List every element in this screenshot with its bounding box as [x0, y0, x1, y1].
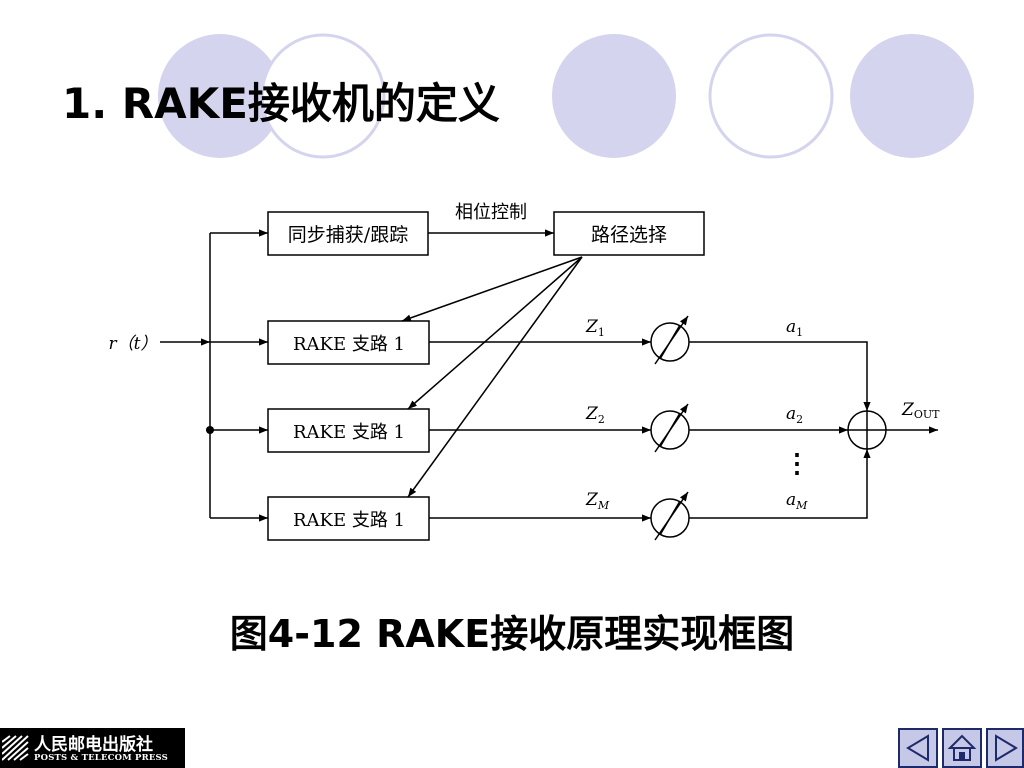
slide-title: 1. RAKE接收机的定义 [62, 79, 500, 128]
weight-2-slash [659, 412, 681, 448]
triangle-left-icon [906, 734, 929, 762]
rake-block-diagram: 同步捕获/跟踪 相位控制 路径选择 r（t） RAKE 支路 1 RAKE 支路… [109, 202, 940, 541]
triangle-right-icon [995, 734, 1018, 762]
decor-circle-4 [708, 33, 834, 159]
am-label: aM [786, 490, 808, 512]
branch-3-label: RAKE 支路 1 [293, 510, 405, 531]
publisher-name-en: POSTS & TELECOM PRESS [34, 753, 169, 763]
logo-stripes-icon [2, 735, 29, 761]
publisher-logo: 人民邮电出版社 POSTS & TELECOM PRESS [0, 728, 185, 768]
home-button[interactable] [942, 728, 982, 768]
zout-label: ZOUT [901, 400, 940, 421]
next-slide-button[interactable] [986, 728, 1024, 768]
path-select-label: 路径选择 [591, 224, 667, 246]
z2-label: Z2 [585, 404, 605, 426]
branch-1-label: RAKE 支路 1 [293, 334, 405, 355]
sync-box-label: 同步捕获/跟踪 [288, 224, 408, 246]
decor-circle-3 [552, 34, 676, 158]
decor-circle-5 [850, 34, 974, 158]
input-signal-label: r（t） [109, 334, 158, 354]
select-to-branch-2 [407, 256, 583, 410]
decorative-circles [158, 33, 974, 159]
branch-2-label: RAKE 支路 1 [293, 422, 405, 443]
weight-1-slash [659, 324, 681, 360]
select-to-branch-3 [407, 256, 583, 498]
decor-circle-2 [260, 33, 386, 159]
weight-m-slash [659, 500, 681, 536]
decor-circle-1 [158, 34, 282, 158]
a2-label: a2 [786, 404, 803, 426]
am-line [689, 449, 871, 519]
ellipsis-dots: ⋮ [784, 449, 810, 479]
a1-label: a1 [786, 317, 803, 339]
figure-caption: 图4-12 RAKE接收原理实现框图 [229, 612, 795, 656]
home-icon [947, 734, 977, 761]
prev-slide-button[interactable] [898, 728, 938, 768]
bus-junction-dot [206, 426, 214, 434]
phase-control-label: 相位控制 [455, 202, 527, 223]
select-to-branch-1 [401, 256, 583, 322]
zm-label: ZM [585, 490, 610, 512]
publisher-name-cn: 人民邮电出版社 [34, 735, 153, 755]
a1-line [689, 341, 871, 411]
z1-label: Z1 [585, 317, 605, 339]
